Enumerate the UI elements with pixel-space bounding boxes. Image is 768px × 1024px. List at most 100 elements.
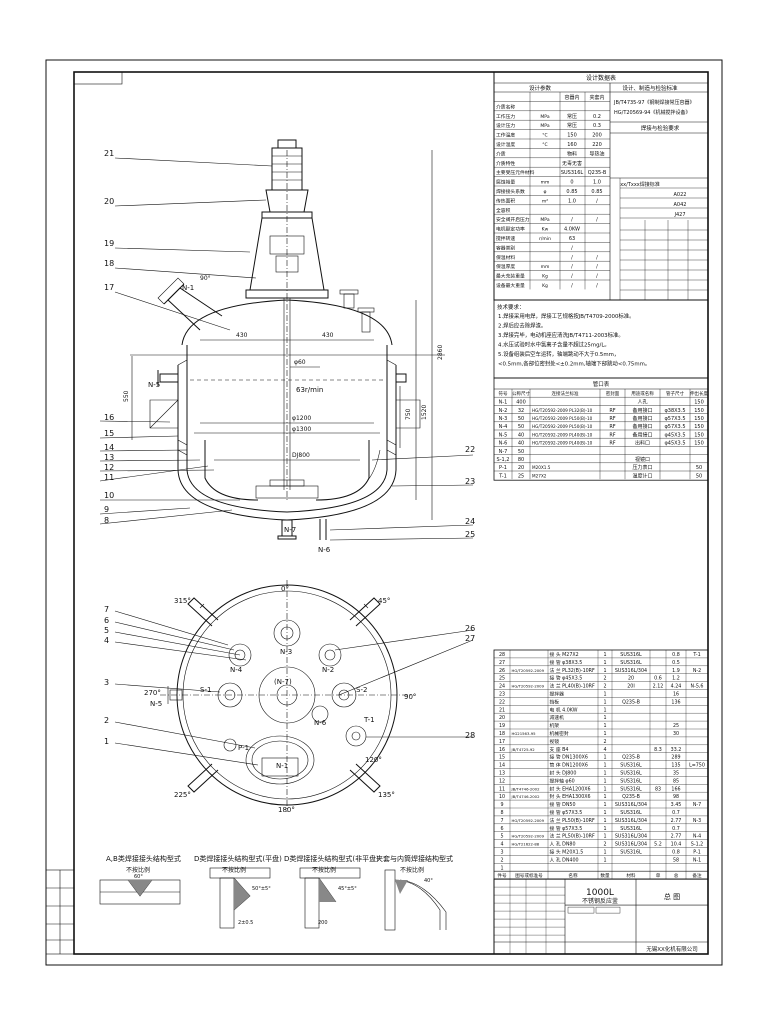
bottom-head xyxy=(186,469,388,513)
weld-title-3: D类焊接接头结构型式(非平盘) xyxy=(284,854,379,863)
nozzle-cell: 50 xyxy=(696,473,702,479)
bom-cell: 166 xyxy=(671,786,680,792)
param-value-b: 0.3 xyxy=(593,123,601,129)
nozzle-cell: M27X2 xyxy=(532,473,547,478)
bom-cell: 3.45 xyxy=(671,802,682,808)
nozzle-cell: 温度计口 xyxy=(632,472,652,479)
nozzle-cell: N-3 xyxy=(499,416,508,422)
nozzle-cell: 50 xyxy=(518,416,524,422)
bom-cell: 机械密封 xyxy=(550,730,569,737)
param-value-a: 1.0 xyxy=(568,198,576,204)
nozzle-cell: 视镜口 xyxy=(635,456,650,463)
param-value-b: / xyxy=(596,255,598,261)
bom-cell: 接 头 M20X1.5 xyxy=(550,849,584,856)
bom-cell: 2 xyxy=(500,857,503,863)
weld-dim-4: 40° xyxy=(424,878,433,884)
param-label: 工作温度 xyxy=(496,132,515,139)
param-unit: Kw xyxy=(542,227,549,233)
bom-header: 备注 xyxy=(692,872,702,879)
nozzle-header: 连接法兰标准 xyxy=(552,390,579,397)
bom-cell: 22 xyxy=(499,699,505,705)
standards-header: 设计、制造与检验标准 xyxy=(622,84,678,92)
param-value-a: 4.0KW xyxy=(564,227,580,233)
bom-cell: 机架 xyxy=(550,722,560,729)
part-14: 14 xyxy=(104,443,114,452)
bom-cell: 30 xyxy=(673,731,679,737)
bom-cell: 35 xyxy=(673,771,679,777)
bom-cell: P-1 xyxy=(693,850,701,856)
param-value-a: 0 xyxy=(570,180,573,186)
bom-cell: 1 xyxy=(603,802,606,808)
nozzle-cell: φ57X3.5 xyxy=(664,424,685,430)
weld-sub-1: 不按比例 xyxy=(126,866,150,874)
nozzle-cell: N-4 xyxy=(499,424,508,430)
weld-dim-3: 45°±5° xyxy=(338,886,357,892)
nozzle-cell: P-1 xyxy=(499,465,507,471)
param-value-b: 1.0 xyxy=(593,180,601,186)
plan-part-1: 1 xyxy=(104,737,109,746)
bom-cell: 136 xyxy=(671,699,680,705)
bom-cell: 筒 体 DN1200X6 xyxy=(550,762,588,769)
angle-135: 135° xyxy=(378,791,395,799)
plan-view xyxy=(114,580,474,812)
title-block xyxy=(493,878,709,955)
param-label: 保温厚度 xyxy=(496,263,515,270)
param-label: 全容积 xyxy=(496,207,511,214)
param-value-b: 0.85 xyxy=(591,189,602,195)
bom-cell: 4 xyxy=(500,842,503,848)
bom-cell: 1 xyxy=(603,660,606,666)
part-25: 25 xyxy=(465,530,475,539)
bom-cell: JB/T4746-2002 xyxy=(511,786,541,791)
bom-cell: 1 xyxy=(603,834,606,840)
weld-sub-2: 不按比例 xyxy=(222,866,246,874)
bom-cell: 1 xyxy=(603,731,606,737)
bom-cell: 2 xyxy=(603,842,606,848)
bom-header: 单 xyxy=(656,872,661,879)
nozzle-cell: 40 xyxy=(518,432,524,438)
bom-cell: Q235-B xyxy=(622,755,640,761)
plan-part-6: 6 xyxy=(104,616,109,625)
param-value-b: 220 xyxy=(592,142,602,148)
nozzle-cell: 50 xyxy=(696,465,702,471)
nozzle-cell: 出料口 xyxy=(635,440,650,447)
tech-req-line: 5.设备组装后空车运转，轴端跳动不大于0.5mm， xyxy=(498,350,619,358)
plan-part-7: 7 xyxy=(104,605,109,614)
bom-cell: HG21563-95 xyxy=(512,731,537,736)
dim-1520: 1520 xyxy=(421,405,428,420)
mark-s1: S-1 xyxy=(200,686,211,694)
bom-cell: 9 xyxy=(500,802,503,808)
bom-cell: 5 xyxy=(500,834,503,840)
param-value-b: 0.2 xyxy=(593,114,601,120)
bom-header: 数量 xyxy=(600,872,610,879)
param-unit: mm xyxy=(541,181,550,186)
weld-dim-2: 50°±5° xyxy=(252,886,271,892)
bom-cell: 10.4 xyxy=(671,842,682,848)
mark-n6-plan: N-6 xyxy=(314,719,327,727)
bom-cell: Q235-B xyxy=(622,699,640,705)
bom-cell: 法 兰 PL50(B)-10RF xyxy=(550,817,596,824)
bom-cell: 1 xyxy=(603,668,606,674)
bom-cell: 1 xyxy=(603,723,606,729)
param-label: 主要受压元件材料 xyxy=(496,169,535,176)
param-label: 设备最大重量 xyxy=(496,282,525,289)
nozzle-cell: 80 xyxy=(518,457,524,463)
param-value-b: Q235-B xyxy=(588,170,607,176)
bom-cell: SUS316L/304 xyxy=(615,842,647,848)
nozzle-cell: φ38X3.5 xyxy=(664,408,685,414)
nozzle-cell: N-2 xyxy=(499,408,508,414)
nozzle-cell: φ45X3.5 xyxy=(664,441,685,447)
mark-n5: N-5 xyxy=(148,381,160,389)
bom-cell: HG/T20592-2009 xyxy=(512,668,545,673)
bom-cell: 法 兰 PL32(B)-10RF xyxy=(550,667,596,674)
bom-cell: 1 xyxy=(500,865,503,871)
nozzle-cell: RF xyxy=(609,416,615,422)
weld-title-4: 夹套与内筒焊接结构型式 xyxy=(376,854,453,863)
bom-cell: 6 xyxy=(500,826,503,832)
bom-cell: 1 xyxy=(603,755,606,761)
bom-cell: 15 xyxy=(499,755,505,761)
bom-cell: 2.77 xyxy=(671,818,682,824)
part-13: 13 xyxy=(104,453,114,462)
part-24: 24 xyxy=(465,517,475,526)
bom-cell: 1 xyxy=(603,850,606,856)
angle-120: 120° xyxy=(365,756,382,764)
